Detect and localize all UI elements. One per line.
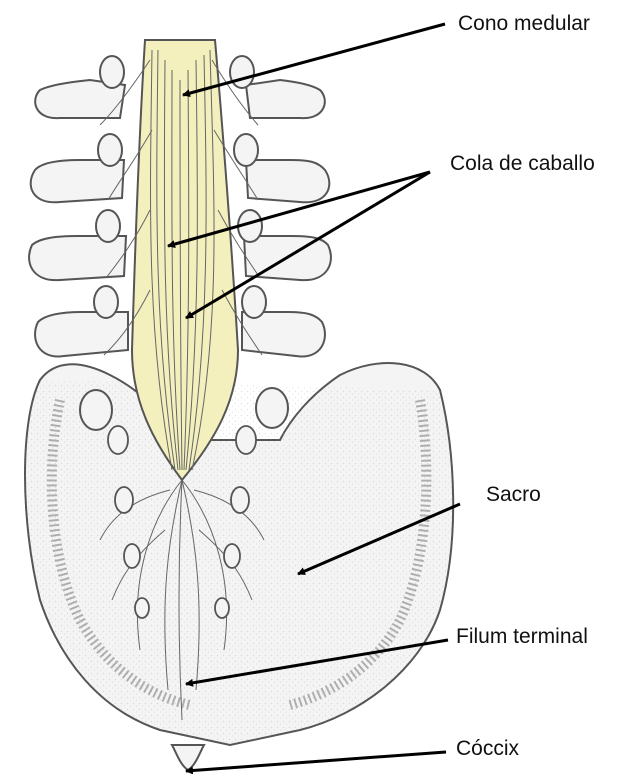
arrow-coccix — [186, 752, 446, 771]
label-coccix: Cóccix — [456, 738, 519, 759]
label-cono-medular: Cono medular — [458, 13, 590, 34]
coccyx-bone — [172, 745, 204, 770]
arrow-cono-medular — [183, 24, 445, 95]
label-sacro: Sacro — [486, 484, 541, 505]
spinal-cord — [132, 40, 238, 480]
label-cola-de-caballo: Cola de caballo — [450, 153, 595, 174]
label-filum-terminal: Filum terminal — [456, 626, 588, 647]
